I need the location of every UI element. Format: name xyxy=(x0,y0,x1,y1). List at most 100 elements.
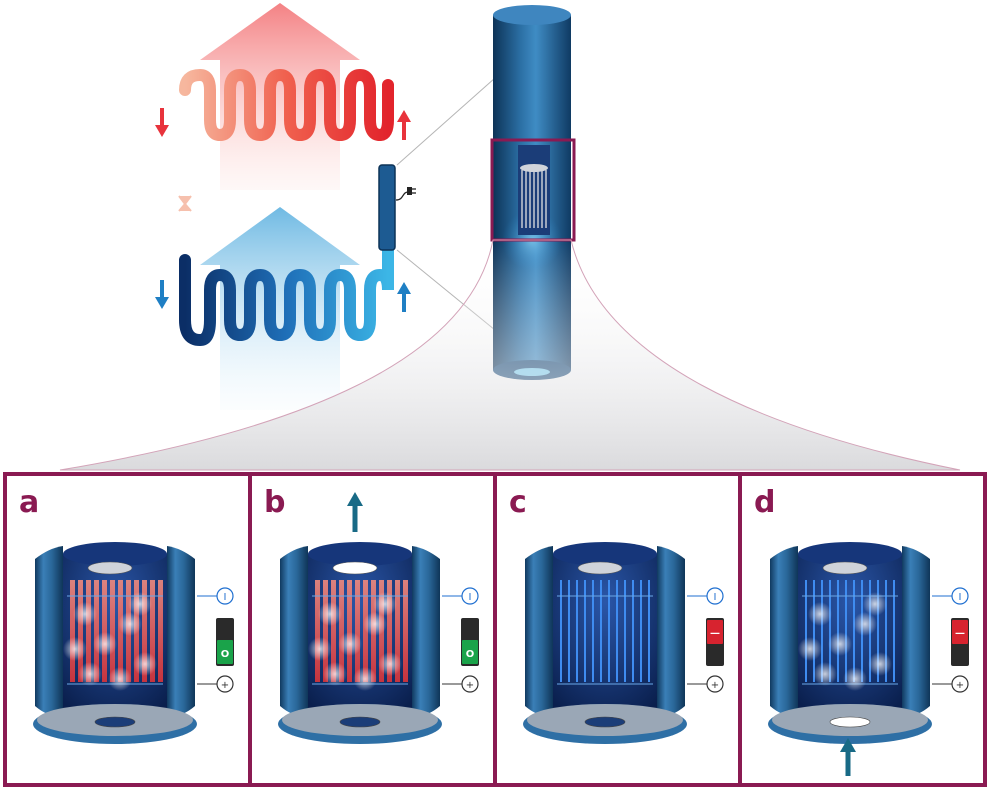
switch-rocker xyxy=(707,620,723,644)
heat-exchanger-fin xyxy=(347,580,352,682)
heat-exchanger-fin xyxy=(576,580,578,682)
rocker-switch-icon: — xyxy=(706,618,724,666)
rocker-switch-icon: O xyxy=(216,618,234,666)
chamber-top xyxy=(553,542,657,566)
heat-exchanger-fin xyxy=(648,580,650,682)
heat-exchanger-fin xyxy=(387,580,392,682)
heat-exchanger-fin xyxy=(624,580,626,682)
heat-exchanger-fin xyxy=(805,580,807,682)
evaporator-coil xyxy=(179,244,394,347)
heat-exchanger-fin xyxy=(94,580,99,682)
flow-arrow-up-hot xyxy=(397,110,411,140)
heat-exchanger-fin xyxy=(829,580,831,682)
bottom-vent xyxy=(94,716,136,728)
shell-right xyxy=(412,546,440,717)
vapor-puff xyxy=(133,652,157,676)
expansion-valve xyxy=(178,195,192,212)
panel-c: cI+— xyxy=(493,472,742,787)
shell-left xyxy=(525,546,553,717)
vapor-puff xyxy=(868,652,892,676)
chamber-top xyxy=(63,542,167,566)
terminal-bottom xyxy=(216,675,234,693)
terminal-bottom xyxy=(951,675,969,693)
vapor-puff xyxy=(308,637,332,661)
flow-arrow-up-cold xyxy=(397,282,411,312)
heat-exchanger-fin xyxy=(315,580,320,682)
terminal-bottom-label: + xyxy=(711,680,719,691)
heat-pump-cycle xyxy=(155,3,416,410)
flow-arrow-down-hot xyxy=(155,108,169,137)
inflow-arrow-head xyxy=(840,738,856,752)
panel-row: aI+ObI+OcI+—dI+— xyxy=(3,472,987,787)
top-vent xyxy=(87,561,133,575)
vapor-puff xyxy=(323,662,347,686)
shell-left xyxy=(280,546,308,717)
heat-exchanger-fin xyxy=(813,580,815,682)
heat-exchanger-fin xyxy=(837,580,839,682)
heat-exchanger-fin xyxy=(584,580,586,682)
heat-exchanger-fin xyxy=(102,580,107,682)
heat-exchanger-fin xyxy=(640,580,642,682)
top-vent xyxy=(577,561,623,575)
terminal-bottom-label: + xyxy=(221,680,229,691)
vapor-puff xyxy=(353,667,377,691)
bottom-vent xyxy=(339,716,381,728)
flow-arrow-down-cold xyxy=(155,280,169,309)
vapor-puff xyxy=(378,652,402,676)
cold-air-arrow xyxy=(200,207,360,410)
heat-exchanger-fin xyxy=(608,580,610,682)
vapor-puff xyxy=(863,592,887,616)
outflow-arrow-head xyxy=(347,492,363,506)
vapor-puff xyxy=(318,602,342,626)
vapor-puff xyxy=(63,637,87,661)
heat-exchanger-fin xyxy=(568,580,570,682)
vapor-puff xyxy=(808,602,832,626)
shell-right xyxy=(902,546,930,717)
heat-exchanger-fin xyxy=(395,580,400,682)
compressor xyxy=(378,164,396,251)
panel-d: dI+— xyxy=(738,472,987,787)
vapor-puff xyxy=(798,637,822,661)
rocker-switch-icon: O xyxy=(461,618,479,666)
heat-exchanger-fin xyxy=(600,580,602,682)
bottom-vent xyxy=(829,716,871,728)
hot-air-arrow xyxy=(200,3,360,190)
heat-exchanger-fin xyxy=(323,580,328,682)
shell-left xyxy=(35,546,63,717)
vapor-puff xyxy=(373,592,397,616)
condenser-coil xyxy=(179,68,394,142)
switch-rocker xyxy=(217,640,233,664)
zoom-funnel xyxy=(59,239,961,471)
switch-symbol: O xyxy=(221,649,230,660)
panel-label: d xyxy=(754,485,775,520)
switch-symbol: O xyxy=(466,649,475,660)
heat-exchanger-fin xyxy=(560,580,562,682)
top-vent xyxy=(332,561,378,575)
vapor-puff xyxy=(73,602,97,626)
vapor-puff xyxy=(843,667,867,691)
vapor-puff xyxy=(128,592,152,616)
vapor-puff xyxy=(118,612,142,636)
vapor-puff xyxy=(93,632,117,656)
panel-label: b xyxy=(264,485,285,520)
heat-exchanger-fin xyxy=(150,580,155,682)
top-vent xyxy=(822,561,868,575)
terminal-top-label: I xyxy=(959,592,962,603)
heat-exchanger-fin xyxy=(877,580,879,682)
terminal-top xyxy=(216,587,234,605)
switch-symbol: — xyxy=(710,628,720,639)
chamber-top xyxy=(308,542,412,566)
shell-left xyxy=(770,546,798,717)
terminal-top-label: I xyxy=(714,592,717,603)
terminal-top xyxy=(951,587,969,605)
shell-right xyxy=(657,546,685,717)
terminal-top xyxy=(461,587,479,605)
vapor-puff xyxy=(813,662,837,686)
switch-rocker xyxy=(462,640,478,664)
terminal-top xyxy=(706,587,724,605)
vapor-puff xyxy=(108,667,132,691)
panel-b: bI+O xyxy=(248,472,497,787)
heat-exchanger-fin xyxy=(70,580,75,682)
terminal-top-label: I xyxy=(224,592,227,603)
